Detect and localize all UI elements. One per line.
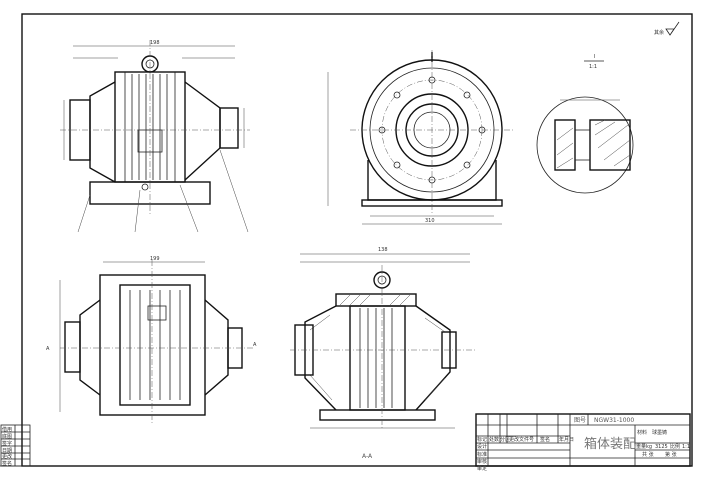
header-date: 年月日 bbox=[559, 436, 574, 443]
detail-scale-text: 1:1 bbox=[589, 64, 597, 70]
drawing-title: 箱体装配 bbox=[584, 436, 636, 452]
header-mark: 标记 bbox=[477, 436, 487, 443]
dim-side-base: 310 bbox=[425, 218, 435, 224]
role-approve: 审定 bbox=[477, 465, 487, 472]
side-table: 借用 底图 签字 日期 更改 签名 bbox=[0, 424, 31, 467]
dim-top-width: 198 bbox=[150, 40, 160, 46]
side-table-cell: 借用 bbox=[2, 426, 12, 433]
sheet-number: 第 张 bbox=[665, 451, 677, 458]
detail-label-text: I bbox=[594, 54, 595, 60]
side-table-cell: 底图 bbox=[2, 433, 12, 440]
weight-label: 重量kg bbox=[636, 443, 652, 450]
scale-value: 1:1 bbox=[682, 444, 690, 450]
front-view: 198 bbox=[60, 40, 250, 233]
roughness-note-text: 其余 bbox=[654, 29, 664, 36]
detail-view bbox=[536, 96, 634, 194]
weight-value: 3125 bbox=[655, 444, 668, 450]
side-table-cell: 签字 bbox=[2, 440, 12, 447]
side-table-cell: 日期 bbox=[2, 448, 12, 454]
header-signature: 签名 bbox=[540, 436, 550, 443]
header-change-doc: 更改文件号 bbox=[509, 436, 534, 443]
side-table-cell: 签名 bbox=[2, 460, 12, 467]
section-marker-right: A bbox=[253, 342, 257, 348]
side-table-cell: 更改 bbox=[2, 453, 12, 460]
sheets-total: 共 张 bbox=[642, 451, 654, 458]
role-standard: 标准 bbox=[477, 451, 487, 458]
roughness-note: 其余 bbox=[654, 21, 680, 36]
drawing-number: NGW31-1000 bbox=[594, 417, 634, 424]
header-count: 处数 bbox=[489, 436, 499, 443]
side-view: 310 bbox=[327, 50, 515, 225]
top-view: 199 A A bbox=[46, 256, 257, 425]
drawing-number-label: 图号 bbox=[574, 417, 586, 424]
section-label: A-A bbox=[362, 453, 373, 460]
material-value: 球墨铸 bbox=[652, 429, 667, 436]
scale-label: 比例 bbox=[670, 443, 680, 450]
section-marker-left: A bbox=[46, 346, 50, 352]
title-block: 图号 NGW31-1000 箱体装配 材料 球墨铸 重量kg 3125 比例 1… bbox=[475, 413, 691, 472]
drawing-border bbox=[21, 13, 693, 467]
role-review: 审核 bbox=[477, 458, 487, 465]
section-view: 138 A-A bbox=[290, 247, 475, 460]
detail-label: I 1:1 bbox=[584, 54, 604, 70]
dim-section-width: 138 bbox=[378, 247, 388, 253]
role-design: 设计 bbox=[477, 443, 487, 450]
header-zone: 分区 bbox=[500, 436, 510, 443]
dim-top-view-width: 199 bbox=[150, 256, 160, 262]
material-label: 材料 bbox=[637, 429, 647, 436]
